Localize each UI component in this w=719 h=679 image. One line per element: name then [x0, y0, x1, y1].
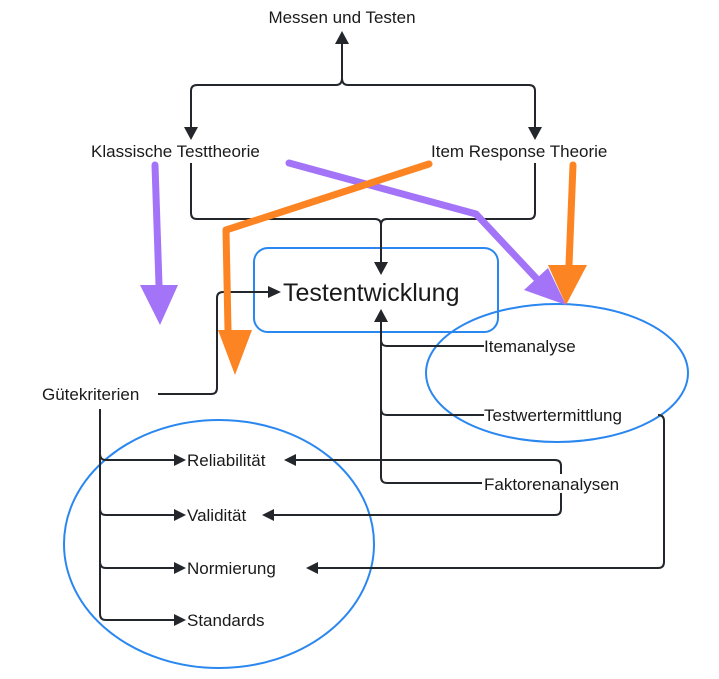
connector-irt-testentwicklung — [380, 163, 536, 226]
arrowhead-validitaet — [174, 509, 186, 521]
node-testwertermittlung[interactable]: Testwertermittlung — [484, 406, 622, 425]
purple-arrow-ktt-itemgroup — [285, 159, 540, 282]
node-item-response-theorie[interactable]: Item Response Theorie — [431, 142, 607, 161]
arrowhead-standards — [174, 614, 186, 626]
purple-arrowhead-ktt-guete — [140, 285, 178, 325]
quality-criteria-group-ellipse[interactable] — [63, 419, 375, 669]
connector-guete-standards — [99, 409, 174, 621]
arrowhead-irt — [528, 127, 542, 140]
node-testentwicklung[interactable]: Testentwicklung — [283, 279, 459, 307]
arrowhead-testentwicklung-bottom — [374, 309, 388, 322]
arrowhead-reliabilitaet — [174, 454, 186, 466]
node-validitaet[interactable]: Validität — [187, 506, 246, 525]
connector-guete-normierung — [99, 561, 174, 569]
connector-guete-validitaet — [99, 508, 174, 516]
arrowhead-guete-testentwicklung — [268, 286, 281, 298]
node-normierung[interactable]: Normierung — [187, 559, 276, 578]
orange-arrowhead-irt-itemgroup — [548, 265, 587, 305]
node-guetekriterien[interactable]: Gütekriterien — [42, 385, 139, 404]
node-klassische-testtheorie[interactable]: Klassische Testtheorie — [91, 142, 260, 161]
connector-guete-testentwicklung — [158, 291, 268, 395]
arrowhead-testwert-normierung — [306, 562, 318, 574]
connector-root-ktt — [190, 44, 343, 127]
purple-arrowhead-ktt-itemgroup — [524, 268, 566, 305]
connector-itemanalyse-testentwicklung — [380, 339, 484, 347]
arrowhead-faktoren-reliabilitaet — [284, 454, 296, 466]
connector-guete-reliabilitaet — [99, 453, 174, 461]
orange-arrow-irt-itemgroup — [565, 161, 577, 269]
connector-testwert-testentwicklung — [380, 408, 484, 416]
connector-testwert-normierung — [318, 414, 665, 569]
node-reliabilitaet[interactable]: Reliabilität — [187, 451, 266, 470]
arrowhead-ktt — [184, 127, 198, 140]
testentwicklung-box[interactable] — [253, 247, 499, 333]
node-messen-und-testen[interactable]: Messen und Testen — [268, 8, 415, 27]
item-analysis-group-ellipse[interactable] — [425, 303, 689, 443]
arrowhead-normierung — [174, 562, 186, 574]
node-standards[interactable]: Standards — [187, 611, 265, 630]
orange-arrowhead-irt-guete — [218, 330, 252, 375]
connector-faktoren-testentwicklung — [380, 322, 482, 484]
arrowhead-faktoren-validitaet — [262, 509, 274, 521]
connector-root-irt — [341, 77, 536, 127]
connector-faktoren-validitaet — [274, 493, 562, 516]
arrowhead-root — [335, 31, 349, 44]
purple-arrow-ktt-guete — [151, 161, 163, 289]
node-faktorenanalysen[interactable]: Faktorenanalysen — [484, 475, 619, 494]
arrowhead-testentwicklung-top — [374, 262, 388, 275]
orange-arrow-irt-guete — [222, 160, 433, 334]
node-itemanalyse[interactable]: Itemanalyse — [484, 337, 576, 356]
connector-faktoren-reliabilitaet — [296, 459, 562, 474]
